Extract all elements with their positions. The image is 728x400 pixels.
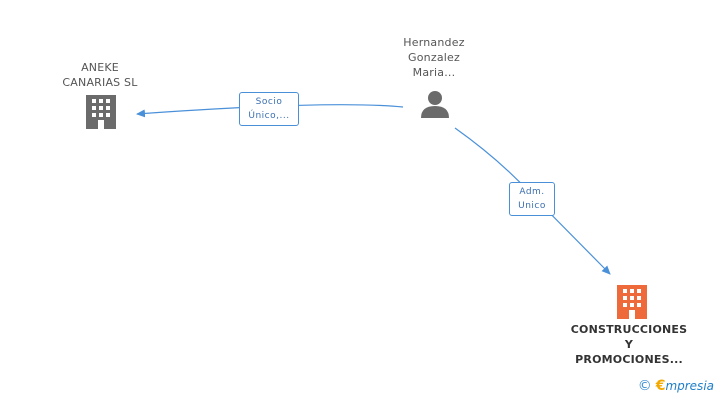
brand-logo: €mpresia (656, 378, 714, 394)
building-icon[interactable] (86, 95, 116, 133)
empresia-watermark: © €mpresia (638, 378, 714, 394)
brand-initial: € (655, 378, 666, 394)
edge-socio-line1: Socio (255, 97, 283, 107)
node-aneke-line1: ANEKE (81, 61, 119, 74)
edge-socio-line2: Único,... (248, 111, 290, 121)
node-label-aneke[interactable]: ANEKE CANARIAS SL (40, 60, 160, 90)
node-person-line1: Hernandez (403, 36, 465, 49)
person-icon[interactable] (420, 89, 450, 123)
edge-label-adm[interactable]: Adm. Unico (509, 182, 555, 216)
node-person-line3: Maria... (412, 66, 456, 79)
edge-socio-line (136, 104, 404, 118)
copyright-icon: © (637, 378, 652, 394)
node-construcciones-line3: PROMOCIONES... (575, 353, 683, 366)
node-construcciones-line2: Y (624, 338, 634, 351)
edge-adm-line2: Unico (518, 201, 546, 211)
node-person-line2: Gonzalez (408, 51, 460, 64)
building-icon[interactable] (617, 285, 647, 323)
brand-rest: mpresia (665, 379, 714, 393)
edge-label-socio[interactable]: Socio Único,... (239, 92, 299, 126)
node-label-construcciones[interactable]: CONSTRUCCIONES Y PROMOCIONES... (559, 322, 699, 367)
edge-adm-line1: Adm. (519, 187, 545, 197)
node-construcciones-line1: CONSTRUCCIONES (570, 323, 688, 336)
node-label-person[interactable]: Hernandez Gonzalez Maria... (374, 35, 494, 80)
node-aneke-line2: CANARIAS SL (62, 76, 138, 89)
